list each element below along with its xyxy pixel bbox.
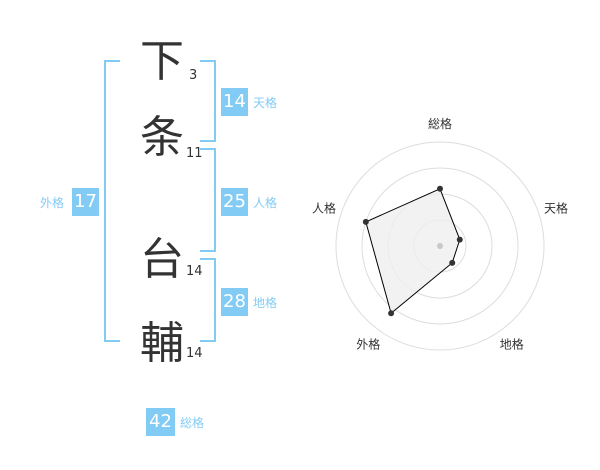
soukaku-value: 42 — [146, 408, 175, 436]
chikaku-label: 地格 — [253, 296, 278, 310]
tenkaku-label: 天格 — [253, 96, 278, 110]
name-char-3: 台 — [140, 234, 184, 285]
gaikaku-bracket — [104, 60, 120, 342]
radar-axis-label: 外格 — [356, 337, 380, 352]
jinkaku-value: 25 — [221, 188, 248, 216]
jinkaku-bracket — [200, 148, 216, 252]
name-char-3-strokes: 14 — [186, 264, 203, 279]
tenkaku-value: 14 — [221, 88, 248, 116]
radar-point — [437, 185, 443, 192]
jinkaku-label: 人格 — [253, 196, 278, 210]
gaikaku-value: 17 — [72, 188, 99, 216]
name-char-1-strokes: 3 — [189, 68, 198, 83]
radar-axis-label: 人格 — [312, 200, 336, 215]
radar-point — [388, 310, 395, 317]
name-char-2: 条 — [140, 112, 184, 163]
name-char-4-strokes: 14 — [186, 346, 203, 361]
radar-axis-label: 総格 — [428, 116, 452, 131]
chikaku-bracket — [200, 258, 216, 342]
radar-point — [449, 259, 456, 266]
gaikaku-label: 外格 — [40, 196, 65, 210]
radar-point — [456, 236, 463, 243]
radar-polygon — [365, 188, 461, 315]
soukaku-label: 総格 — [180, 416, 205, 430]
tenkaku-bracket — [200, 60, 216, 142]
name-char-2-strokes: 11 — [186, 146, 203, 161]
radar-axis-label: 天格 — [544, 200, 568, 215]
radar-point — [362, 218, 369, 225]
chikaku-value: 28 — [221, 288, 248, 316]
name-char-1: 下 — [140, 36, 184, 87]
radar-center-dot — [437, 243, 443, 249]
radar-axis-label: 地格 — [500, 337, 524, 352]
name-char-4: 輔 — [140, 318, 184, 369]
